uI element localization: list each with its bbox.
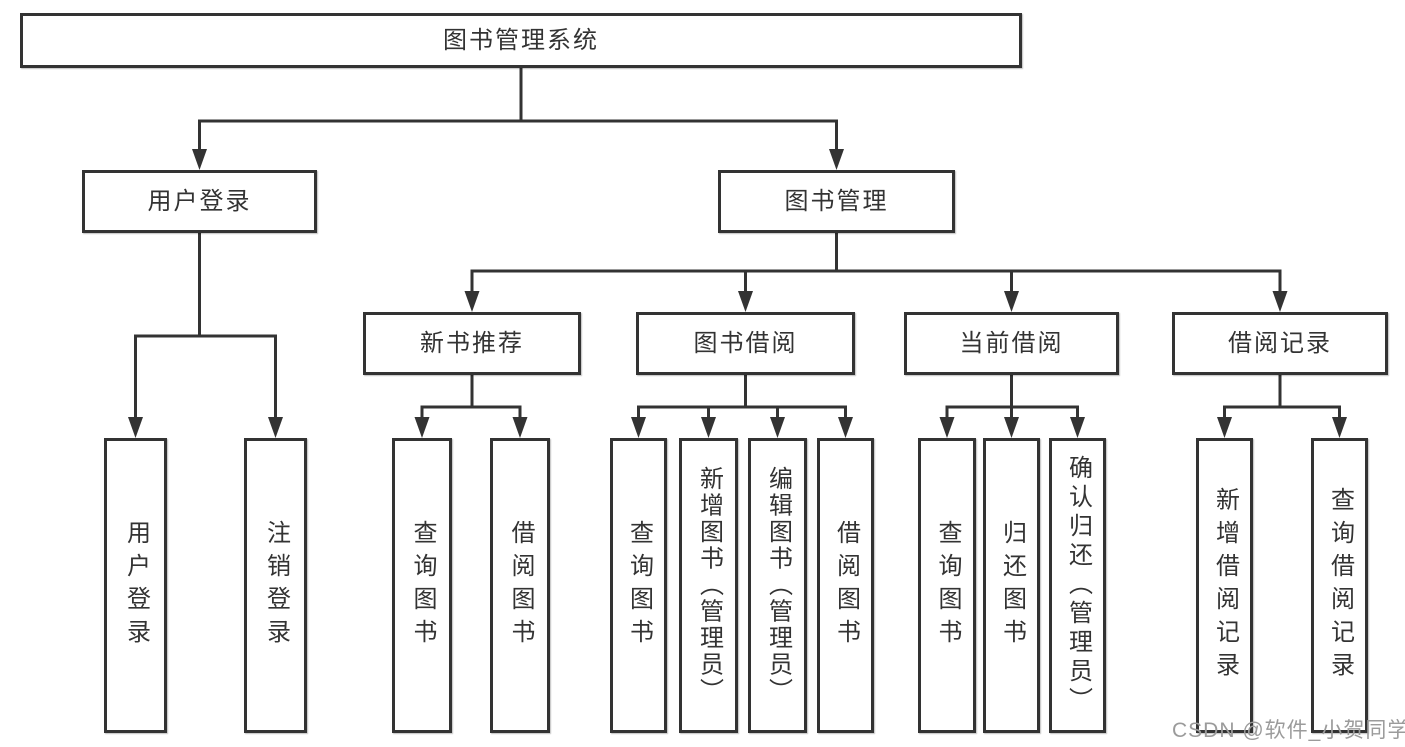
node-user-login-label: 用户登录 [147, 187, 252, 215]
node-borrow-records-label: 借阅记录 [1228, 329, 1332, 357]
leaf-add-book-admin-label: 新增图书（管理员） [695, 466, 723, 705]
leaf-query-book-1: 查询图书 [392, 438, 452, 733]
leaf-borrow-book-1-label: 借阅图书 [507, 519, 534, 652]
arrowhead-icon [770, 417, 785, 438]
arrowhead-icon [268, 417, 283, 438]
leaf-add-borrow-record: 新增借阅记录 [1196, 438, 1253, 733]
arrowhead-icon [1004, 417, 1019, 438]
arrowhead-icon [414, 417, 430, 438]
arrowhead-icon [1004, 291, 1019, 312]
leaf-query-book-2-label: 查询图书 [625, 519, 653, 652]
arrowhead-icon [1272, 291, 1288, 312]
leaf-return-book-label: 归还图书 [998, 519, 1026, 652]
leaf-user-login-label: 用户登录 [122, 519, 150, 652]
leaf-query-book-3-label: 查询图书 [934, 519, 961, 652]
arrowhead-icon [829, 149, 844, 170]
arrowhead-icon [838, 417, 853, 438]
leaf-user-login: 用户登录 [104, 438, 167, 733]
node-book-borrow-label: 图书借阅 [693, 329, 798, 357]
arrowhead-icon [939, 417, 955, 438]
arrowhead-icon [738, 291, 753, 312]
arrowhead-icon [1217, 417, 1232, 438]
leaf-logout: 注销登录 [244, 438, 307, 733]
node-current-borrow-label: 当前借阅 [959, 329, 1064, 357]
node-root: 图书管理系统 [20, 13, 1022, 68]
leaf-query-book-1-label: 查询图书 [409, 519, 436, 652]
tree-edges [134, 68, 1341, 420]
leaf-query-borrow-record-label: 查询借阅记录 [1326, 486, 1354, 685]
node-borrow-records: 借阅记录 [1172, 312, 1388, 375]
leaf-edit-book-admin: 编辑图书（管理员） [748, 438, 807, 733]
leaf-logout-label: 注销登录 [262, 519, 290, 652]
leaf-edit-book-admin-label: 编辑图书（管理员） [764, 466, 792, 705]
leaf-return-book: 归还图书 [983, 438, 1040, 733]
node-user-login: 用户登录 [82, 170, 317, 233]
leaf-confirm-return-admin-label: 确认归还（管理员） [1064, 455, 1092, 716]
node-book-management-label: 图书管理 [784, 187, 889, 215]
node-new-book-recommend-label: 新书推荐 [420, 329, 524, 357]
arrowhead-icon [128, 417, 143, 438]
arrowhead-icon [464, 291, 480, 312]
leaf-query-book-2: 查询图书 [610, 438, 667, 733]
node-book-management: 图书管理 [718, 170, 955, 233]
arrowhead-icon [631, 417, 646, 438]
leaf-query-borrow-record: 查询借阅记录 [1311, 438, 1368, 733]
arrowhead-icon [512, 417, 528, 438]
node-current-borrow: 当前借阅 [904, 312, 1119, 375]
leaf-borrow-book-1: 借阅图书 [490, 438, 550, 733]
arrowheads [128, 149, 1347, 438]
node-new-book-recommend: 新书推荐 [363, 312, 581, 375]
arrowhead-icon [192, 149, 207, 170]
leaf-add-borrow-record-label: 新增借阅记录 [1211, 486, 1239, 685]
leaf-add-book-admin: 新增图书（管理员） [679, 438, 738, 733]
node-book-borrow: 图书借阅 [636, 312, 855, 375]
arrowhead-icon [1332, 417, 1347, 438]
leaf-confirm-return-admin: 确认归还（管理员） [1049, 438, 1106, 733]
leaf-borrow-book-2-label: 借阅图书 [832, 519, 860, 652]
arrowhead-icon [1070, 417, 1085, 438]
leaf-borrow-book-2: 借阅图书 [817, 438, 874, 733]
leaf-query-book-3: 查询图书 [918, 438, 976, 733]
arrowhead-icon [701, 417, 716, 438]
csdn-watermark: CSDN @软件_小贺同学 [1172, 719, 1405, 742]
node-root-label: 图书管理系统 [443, 26, 599, 54]
